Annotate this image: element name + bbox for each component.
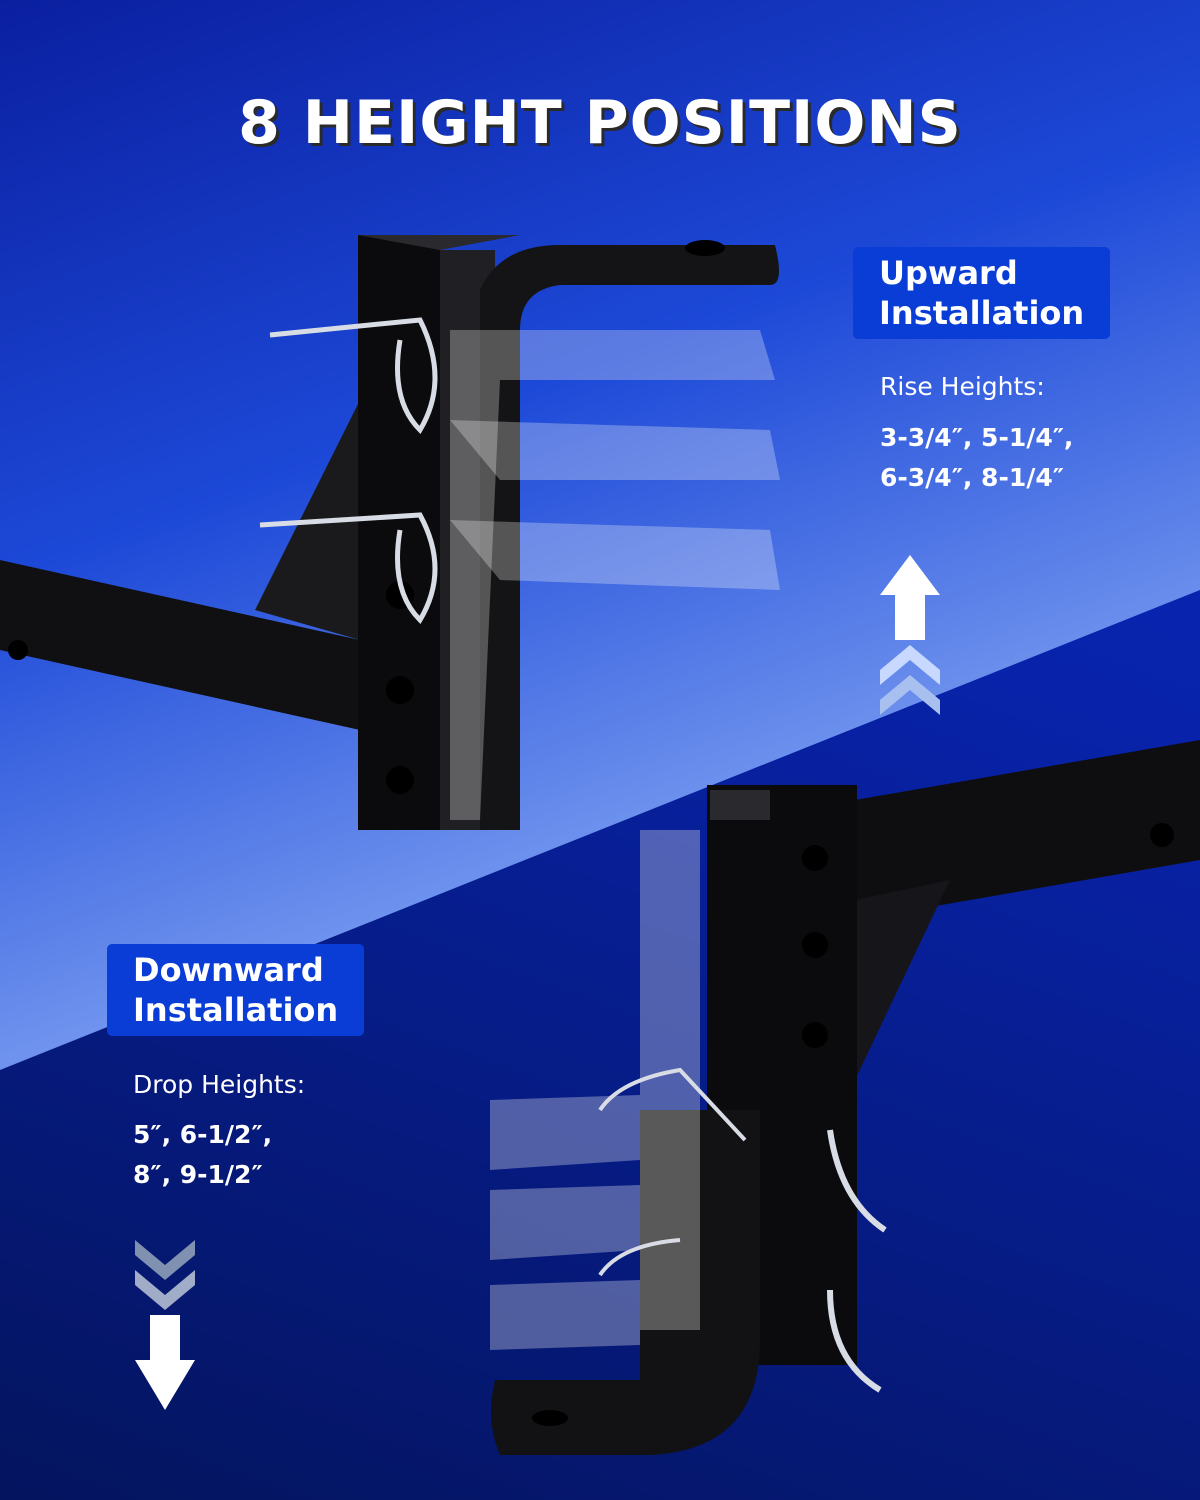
upper-shank-bar: [0, 560, 360, 730]
drop-heights-values: 5″, 6-1/2″, 8″, 9-1/2″: [133, 1115, 272, 1195]
values-line: 8″, 9-1/2″: [133, 1160, 263, 1189]
upper-square-tube: [358, 235, 520, 250]
badge-line: Downward: [133, 951, 324, 989]
values-line: 3-3/4″, 5-1/4″,: [880, 423, 1074, 452]
lower-ball-mount: [491, 1110, 760, 1455]
drop-heights-label: Drop Heights:: [133, 1070, 306, 1099]
rise-heights-values: 3-3/4″, 5-1/4″, 6-3/4″, 8-1/4″: [880, 418, 1073, 498]
upper-ball-mount: [480, 245, 779, 830]
up-arrow-icon: [880, 555, 940, 715]
values-line: 5″, 6-1/2″,: [133, 1120, 273, 1149]
rise-heights-label: Rise Heights:: [880, 372, 1045, 401]
lower-shank-bar: [855, 740, 1200, 920]
page-title: 8 HEIGHT POSITIONS: [238, 88, 962, 158]
badge-line: Upward: [879, 254, 1018, 292]
values-line: 6-3/4″, 8-1/4″: [880, 463, 1064, 492]
down-arrow-icon: [135, 1240, 195, 1410]
upward-installation-badge: Upward Installation: [853, 247, 1111, 339]
badge-line: Installation: [879, 294, 1085, 332]
downward-installation-badge: Downward Installation: [107, 944, 365, 1036]
badge-line: Installation: [133, 991, 339, 1029]
lower-gusset: [855, 880, 950, 1080]
